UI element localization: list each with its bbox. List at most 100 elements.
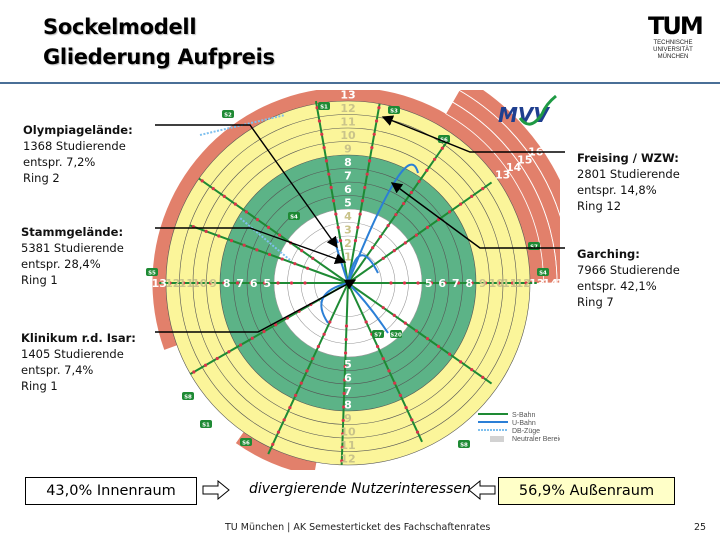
station-dot — [203, 363, 208, 367]
station-dot — [305, 266, 310, 270]
ring-number-label: 7 — [344, 385, 352, 398]
location-name: Stammgelände: — [21, 225, 124, 239]
ring-number-label: 13 — [529, 277, 544, 290]
station-dot — [365, 172, 369, 176]
station-dot — [433, 157, 437, 161]
sbahn-badge: S6 — [240, 438, 252, 447]
sbahn-badge: S7 — [528, 242, 540, 251]
sbahn-badge: S6 — [438, 135, 450, 144]
mvv-ring-map: 1234567891011121356789101112131415131211… — [146, 90, 560, 470]
student-share: entspr. 7,4% — [21, 363, 94, 377]
ring-number: Ring 12 — [577, 199, 622, 213]
station-dot — [192, 370, 196, 374]
ring-number: Ring 7 — [577, 295, 614, 309]
station-dot — [276, 281, 280, 285]
station-dot — [364, 320, 368, 324]
student-count: 1368 Studierende — [23, 139, 126, 153]
ring-number-label: 15 — [517, 153, 532, 166]
station-dot — [280, 257, 284, 261]
station-dot — [200, 179, 204, 183]
station-dot — [215, 356, 219, 361]
ring-number-label: 6 — [344, 183, 352, 196]
zone-ring-13-south — [235, 432, 317, 470]
ring-number-label: 10 — [340, 129, 356, 142]
ring-number-label: 14 — [543, 277, 559, 290]
inner-area-box: 43,0% Innenraum — [25, 477, 197, 505]
student-count: 5381 Studierende — [21, 241, 124, 255]
ring-number-label: 2 — [344, 237, 352, 250]
station-dot — [417, 179, 421, 184]
station-dot — [344, 324, 349, 328]
tum-logo-line-2: UNIVERSITÄT — [653, 47, 693, 53]
station-dot — [343, 364, 347, 369]
station-dot — [392, 313, 396, 318]
ring-number-label: 8 — [344, 398, 352, 411]
title-line-2: Gliederung Aufpreis — [43, 45, 275, 69]
ubahn-line — [347, 163, 419, 284]
ring-number-label: 12 — [340, 102, 355, 115]
title-divider — [0, 82, 720, 84]
station-dot — [336, 225, 340, 229]
tum-logo-text: TECHNISCHE UNIVERSITÄT MÜNCHEN — [648, 40, 698, 61]
label-klinikum: Klinikum r.d. Isar: 1405 Studierende ent… — [21, 330, 136, 394]
sbahn-line — [347, 282, 423, 443]
station-dot — [389, 281, 393, 285]
student-share: entspr. 42,1% — [577, 279, 657, 293]
ring-number-label: 5 — [344, 196, 352, 209]
station-dot — [481, 375, 485, 379]
station-dot — [276, 430, 281, 434]
station-dot — [447, 210, 452, 214]
station-dot — [403, 321, 407, 325]
legend-label: U-Bahn — [512, 420, 536, 427]
station-dot — [378, 235, 383, 239]
station-dot — [338, 239, 343, 243]
arrow-left-icon — [468, 480, 496, 500]
station-dot — [394, 213, 398, 217]
legend-label: DB-Züge — [512, 428, 540, 435]
slide-title: Sockelmodell Gliederung Aufpreis — [43, 12, 275, 72]
ring-number-label: 14 — [506, 161, 522, 174]
ring-number-label: 5 — [344, 358, 352, 371]
ring-number-label: 10 — [192, 277, 208, 290]
student-share: entspr. 7,2% — [23, 155, 96, 169]
station-dot — [381, 306, 385, 310]
ring-number-label: 8 — [223, 277, 231, 290]
station-dot — [233, 202, 237, 206]
station-dot — [327, 172, 331, 176]
location-name: Freising / WZW: — [577, 151, 679, 165]
station-dot — [392, 248, 396, 253]
station-dot — [481, 187, 485, 191]
station-dot — [415, 430, 420, 434]
ring-number-label: 10 — [340, 425, 356, 438]
label-olympiagelaende: Olympiagelände: 1368 Studierende entspr.… — [23, 122, 133, 186]
station-dot — [470, 281, 474, 285]
sbahn-badge-label: S1 — [320, 105, 328, 111]
sbahn-badge: S7 — [372, 330, 384, 339]
label-freising: Freising / WZW: 2801 Studierende entspr.… — [577, 150, 680, 214]
title-line-1: Sockelmodell — [43, 15, 197, 39]
station-dot — [329, 185, 333, 190]
ring-number: Ring 2 — [23, 171, 60, 185]
station-dot — [328, 320, 332, 324]
ring-number-label: 7 — [236, 277, 244, 290]
ring-number-label: 7 — [344, 169, 352, 182]
station-dot — [300, 248, 304, 253]
sbahn-badge: S4 — [288, 212, 300, 221]
sbahn-badge-label: S2 — [224, 113, 232, 119]
sbahn-badge-label: S7 — [374, 333, 382, 339]
ring-number: Ring 1 — [21, 379, 58, 393]
station-dot — [456, 281, 461, 285]
sbahn-badge-label: S4 — [539, 271, 547, 277]
station-dot — [242, 243, 246, 247]
station-dot — [404, 406, 408, 410]
station-dot — [497, 281, 501, 285]
ring-number-label: 3 — [344, 223, 352, 236]
station-dot — [470, 194, 474, 198]
ring-number-label: 8 — [465, 277, 473, 290]
tum-logo-mark: TUM — [648, 12, 704, 40]
station-dot — [524, 281, 528, 285]
label-stammgelaende: Stammgelände: 5381 Studierende entspr. 2… — [21, 224, 124, 288]
station-dot — [334, 212, 338, 216]
legend-label: Neutraler Bereich — [512, 436, 560, 443]
